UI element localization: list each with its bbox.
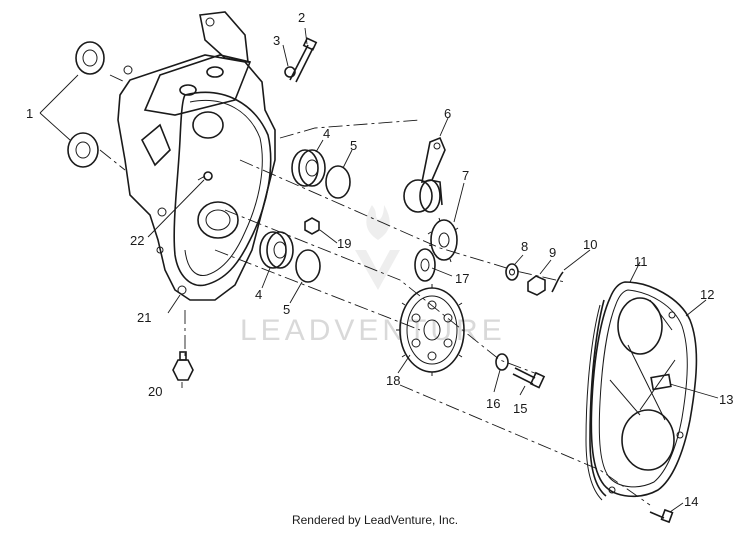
sprocket-spacer — [414, 248, 436, 282]
callout-13: 13 — [719, 392, 733, 407]
callout-5-upper: 5 — [350, 138, 357, 153]
watermark-text: LEADVENTURE — [240, 314, 506, 347]
callout-4-lower: 4 — [255, 287, 262, 302]
jam-nut — [284, 66, 296, 78]
tensioner-bolt — [289, 37, 318, 83]
sprocket-bolt — [512, 367, 546, 389]
assembly-axes — [99, 74, 651, 506]
callout-21: 21 — [137, 310, 151, 325]
cotter-pin — [551, 271, 564, 293]
snap-ring-lower — [295, 249, 321, 283]
callout-1: 1 — [26, 106, 33, 121]
callout-3: 3 — [273, 33, 280, 48]
chaincase-cover — [589, 281, 698, 498]
watermark-logo-icon — [355, 205, 400, 290]
callout-20: 20 — [148, 384, 162, 399]
bottom-sprocket — [396, 284, 465, 376]
callout-7: 7 — [462, 168, 469, 183]
callout-15: 15 — [513, 401, 527, 416]
washer — [505, 263, 519, 281]
callout-22: 22 — [130, 233, 144, 248]
callout-17: 17 — [455, 271, 469, 286]
stud — [197, 171, 213, 181]
castle-nut — [527, 275, 546, 296]
snap-ring-upper — [325, 165, 351, 199]
tensioner-arm — [403, 136, 446, 213]
chaincase-housing — [117, 11, 276, 301]
leader-lines — [39, 27, 719, 513]
callout-19: 19 — [337, 236, 351, 251]
watermark: LEADVENTURE — [240, 205, 506, 347]
bolt-washer — [495, 353, 509, 371]
callout-12: 12 — [700, 287, 714, 302]
cover-decal — [650, 373, 672, 391]
callout-4-upper: 4 — [323, 126, 330, 141]
bearing-lower — [259, 231, 294, 269]
callout-14: 14 — [684, 494, 698, 509]
seal-upper — [75, 41, 105, 75]
callout-6: 6 — [444, 106, 451, 121]
bearing-upper — [291, 149, 326, 187]
cover-nut — [304, 217, 320, 235]
callout-8: 8 — [521, 239, 528, 254]
cover-gasket — [585, 304, 603, 501]
callout-16: 16 — [486, 396, 500, 411]
cover-bolt — [649, 508, 674, 524]
callouts: 1 2 3 4 5 6 7 8 9 10 11 12 13 14 15 16 1… — [26, 10, 733, 509]
callout-10: 10 — [583, 237, 597, 252]
footer-credit: Rendered by LeadVenture, Inc. — [291, 513, 459, 527]
callout-5-lower: 5 — [283, 302, 290, 317]
callout-18: 18 — [386, 373, 400, 388]
seal-lower — [67, 132, 99, 168]
callout-11: 11 — [634, 254, 648, 269]
callout-9: 9 — [549, 245, 556, 260]
callout-2: 2 — [298, 10, 305, 25]
top-sprocket — [427, 217, 459, 263]
drain-plug — [172, 351, 194, 381]
